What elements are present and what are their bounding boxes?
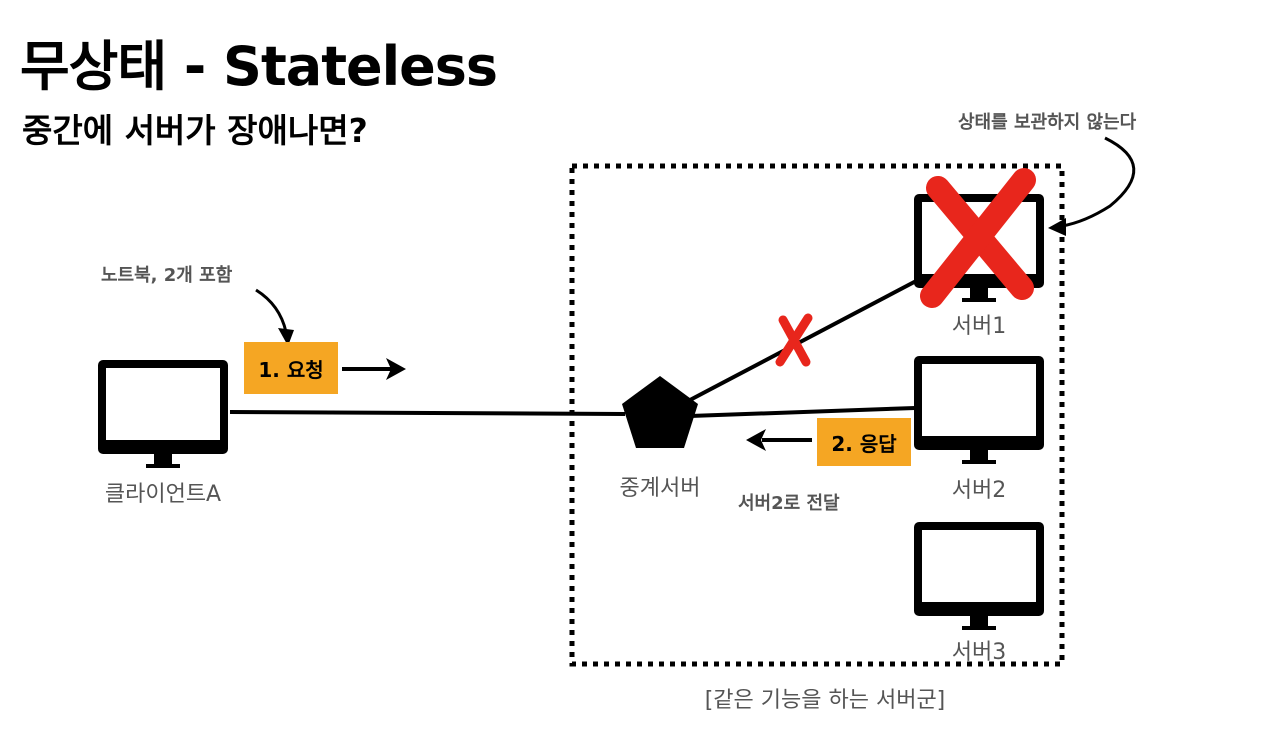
relay-server2-line [689,406,916,418]
stateless-note-pointer [1048,136,1136,236]
client-relay-line [229,410,626,416]
relay-label: 중계서버 [619,476,701,501]
link-failure-x-icon [775,313,813,367]
stateless-note: 상태를 보관하지 않는다 [958,112,1137,133]
server3-monitor-icon [914,522,1044,630]
server3-label: 서버3 [951,640,1007,665]
client-monitor-icon [98,360,228,468]
client-label: 클라이언트A [104,482,222,507]
server2-label: 서버2 [951,478,1007,503]
page-title: 무상태 - Stateless [20,35,498,98]
page-subtitle: 중간에 서버가 장애나면? [22,111,368,150]
laptop-note: 노트북, 2개 포함 [101,265,233,286]
server1-label: 서버1 [951,314,1007,339]
server2-monitor-icon [914,356,1044,464]
request-tag: 1. 요청 [244,342,338,394]
response-arrow [746,429,812,451]
server1-failure-x-icon [920,168,1036,308]
laptop-note-pointer [255,288,294,346]
relay-server1-line [689,278,919,402]
relay-pentagon-icon [622,376,698,448]
forward-note: 서버2로 전달 [738,493,840,514]
server-group-label: [같은 기능을 하는 서버군] [704,688,946,713]
request-arrow [342,358,406,380]
response-tag: 2. 응답 [817,418,911,466]
